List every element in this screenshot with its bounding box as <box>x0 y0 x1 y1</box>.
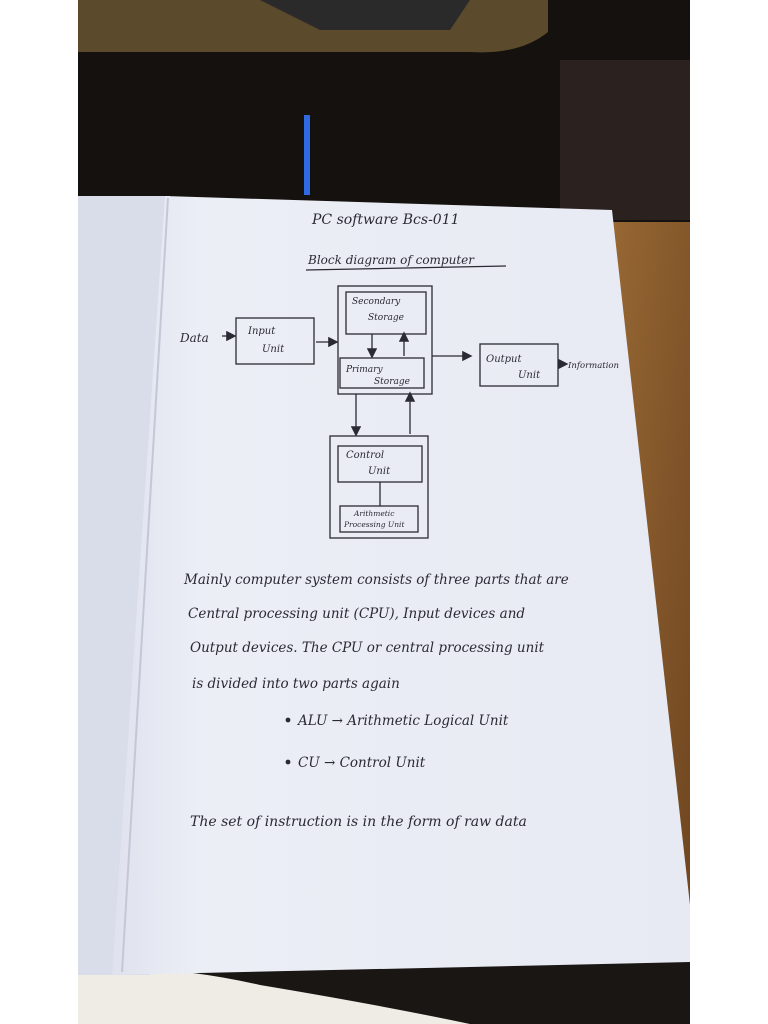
page-header: PC software Bcs-011 <box>311 212 460 228</box>
primary-storage-label-2: Storage <box>374 377 410 387</box>
cpu-container <box>329 435 429 539</box>
bullet-dot-1 <box>285 717 291 723</box>
secondary-storage-label-2: Storage <box>368 313 404 323</box>
data-label: Data <box>179 331 209 345</box>
bullet-cu: CU → Control Unit <box>298 755 426 771</box>
notes-paragraph: Mainly computer system consists of three… <box>183 572 569 692</box>
primary-storage-label-1: Primary <box>345 365 383 375</box>
primary-storage-box <box>339 357 425 389</box>
alu-label-1: Arithmetic <box>353 509 395 518</box>
secondary-storage-label-1: Secondary <box>352 297 401 307</box>
handwritten-notes: PC software Bcs-011 Block diagram of com… <box>179 212 619 830</box>
information-label: Information <box>567 361 619 371</box>
note-line-3: Output devices. The CPU or central proce… <box>190 640 545 656</box>
bullet-dot-2 <box>285 759 291 765</box>
notebook <box>78 196 690 975</box>
output-unit-label-2: Unit <box>518 370 541 381</box>
notes-bullets: ALU → Arithmetic Logical Unit CU → Contr… <box>285 713 509 771</box>
output-unit-box <box>479 343 559 387</box>
block-diagram <box>222 285 569 539</box>
alu-box <box>339 505 419 533</box>
output-unit-label-1: Output <box>486 354 522 365</box>
footer-note: The set of instruction is in the form of… <box>190 814 527 830</box>
secondary-storage-box <box>345 291 427 335</box>
bullet-alu: ALU → Arithmetic Logical Unit <box>296 713 509 729</box>
page-heading: Block diagram of computer <box>307 253 475 267</box>
note-line-4: is divided into two parts again <box>192 676 400 692</box>
control-unit-label-1: Control <box>346 450 384 461</box>
control-unit-label-2: Unit <box>368 466 391 477</box>
diagram-labels: Data Input Unit Secondary Storage Primar… <box>179 297 619 529</box>
note-line-2: Central processing unit (CPU), Input dev… <box>188 606 525 622</box>
input-unit-label-1: Input <box>247 326 276 337</box>
input-unit-label-2: Unit <box>262 344 285 355</box>
note-line-1: Mainly computer system consists of three… <box>183 572 569 588</box>
alu-label-2: Processing Unit <box>343 520 405 529</box>
